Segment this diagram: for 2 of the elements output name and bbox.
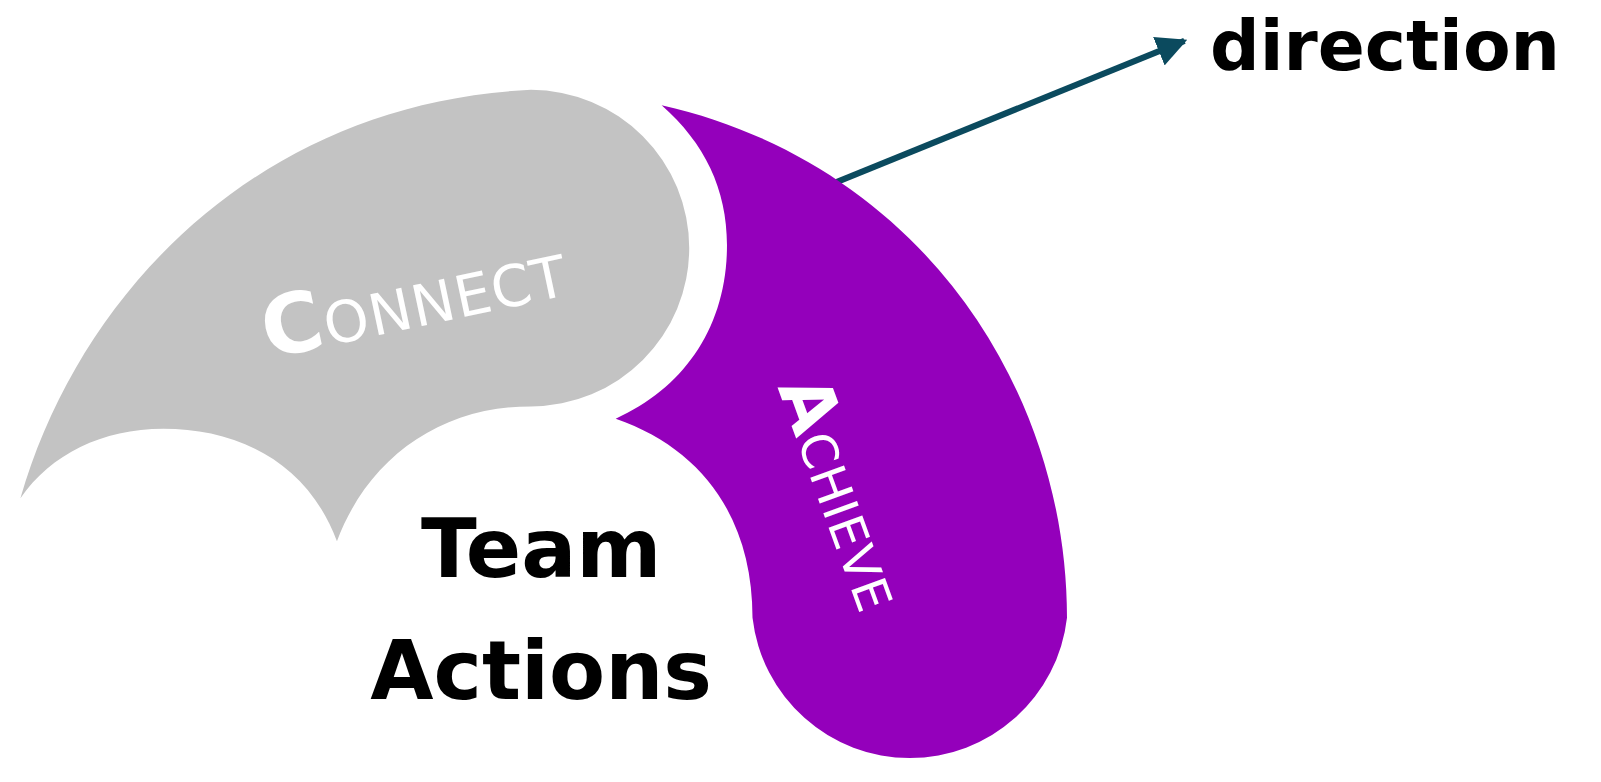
direction-text: direction <box>1209 12 1561 82</box>
center-caption: Team Actions <box>369 500 713 721</box>
